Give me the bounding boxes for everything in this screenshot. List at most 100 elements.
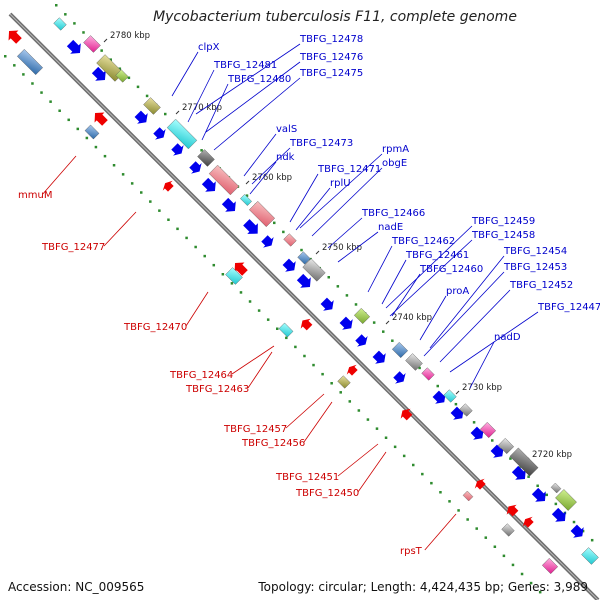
forward-track-dot [200,149,203,152]
scale-tick-label: 2730 kbp [462,383,502,393]
reverse-track-dot [266,318,270,321]
feature-block-body [555,489,577,511]
forward-track-dot [164,112,167,116]
forward-leader-line [385,225,473,309]
forward-track-dot [418,366,421,370]
forward-gene-arrow [153,127,166,140]
feature-block-body [353,307,371,325]
forward-gene-arrow [531,487,546,502]
reverse-leader-line [42,155,77,195]
feature-block-body [581,547,599,565]
forward-gene-arrow [282,258,296,272]
reverse-track-dot [67,118,70,122]
reverse-gene-label: TBFG_12450 [295,488,359,499]
forward-leader-line [439,289,511,363]
forward-track-dot [590,538,594,542]
forward-gene-arrow [296,273,311,288]
feature-block-body [225,267,243,285]
forward-gene-label: TBFG_12460 [419,264,483,275]
scale-tick-label: 2750 kbp [322,243,362,253]
forward-track-dot [109,58,112,61]
forward-gene-arrow [320,297,334,311]
feature-block [302,258,326,282]
forward-gene-arrow [134,110,148,124]
reverse-gene-label: TBFG_12457 [223,424,287,435]
forward-gene-arrow [189,161,202,174]
feature-block [225,267,243,285]
reverse-track-dot [466,518,469,521]
forward-track-dot [336,285,340,288]
forward-gene-label: TBFG_12480 [227,74,291,85]
reverse-gene-label: TBFG_12464 [169,370,233,381]
feature-block [421,367,435,381]
reverse-track-dot [357,409,361,412]
forward-leader-line [249,161,277,195]
reverse-track-dot [430,481,433,485]
feature-block-body [421,367,435,381]
feature-block-body [53,17,67,31]
reverse-track-dot [448,500,451,503]
feature-block-body [509,447,539,477]
forward-gene-arrow [221,197,236,212]
forward-gene-label: TBFG_12459 [471,216,535,227]
forward-track-dot [73,22,76,25]
backbone-highlight [9,13,599,600]
forward-gene-arrow [450,406,464,420]
forward-gene-label: rplU [330,178,351,189]
feature-block [283,233,297,247]
reverse-gene-label: TBFG_12456 [241,438,305,449]
feature-block [501,523,515,537]
forward-gene-arrow [355,334,368,347]
reverse-track-dot [167,218,170,221]
scale-tick [103,38,108,43]
feature-block-body [197,149,215,167]
feature-block-body [302,258,326,282]
forward-leader-line [213,77,301,151]
feature-block [278,322,294,338]
forward-gene-arrow [243,219,258,234]
feature-block [353,307,371,325]
scale-tick [245,180,250,185]
scale-tick-label: 2740 kbp [392,313,432,323]
feature-block-body [208,164,240,196]
scale-tick-label: 2720 kbp [532,450,572,460]
forward-leader-line [187,69,215,123]
reverse-track-dot [31,82,34,85]
forward-gene-label: TBFG_12478 [299,34,363,45]
reverse-leader-line [357,451,387,493]
forward-leader-line [367,245,393,293]
scale-tick-label: 2770 kbp [182,103,222,113]
forward-track-dot [118,67,122,70]
reverse-track-dot [412,463,415,467]
forward-gene-label: TBFG_12454 [503,246,567,257]
feature-block [459,403,473,417]
forward-track-dot [273,221,276,225]
reverse-track-dot [502,554,506,558]
reverse-track-dot [529,581,533,585]
reverse-track-dot [375,427,379,430]
forward-gene-arrow [201,177,216,192]
reverse-track-dot [421,472,424,476]
forward-leader-line [381,259,407,305]
reverse-track-dot [402,454,406,458]
forward-track-dot [382,330,385,333]
feature-block [479,421,497,439]
scale-tick [385,320,390,325]
forward-gene-arrow [66,39,81,54]
reverse-track-dot [49,100,52,103]
feature-block-body [405,353,423,371]
reverse-track-dot [348,400,352,403]
feature-block-body [84,124,100,140]
scale-tick [175,110,180,115]
forward-gene-label: rpmA [382,144,409,155]
feature-block-body [459,403,473,417]
reverse-track-dot [176,227,179,231]
reverse-gene-label: rpsT [400,546,423,557]
feature-block [208,164,240,196]
feature-block-body [248,200,276,228]
reverse-track-dot [13,64,16,67]
forward-gene-arrow [91,66,106,81]
reverse-leader-line [185,291,209,327]
feature-block-body [337,375,351,389]
